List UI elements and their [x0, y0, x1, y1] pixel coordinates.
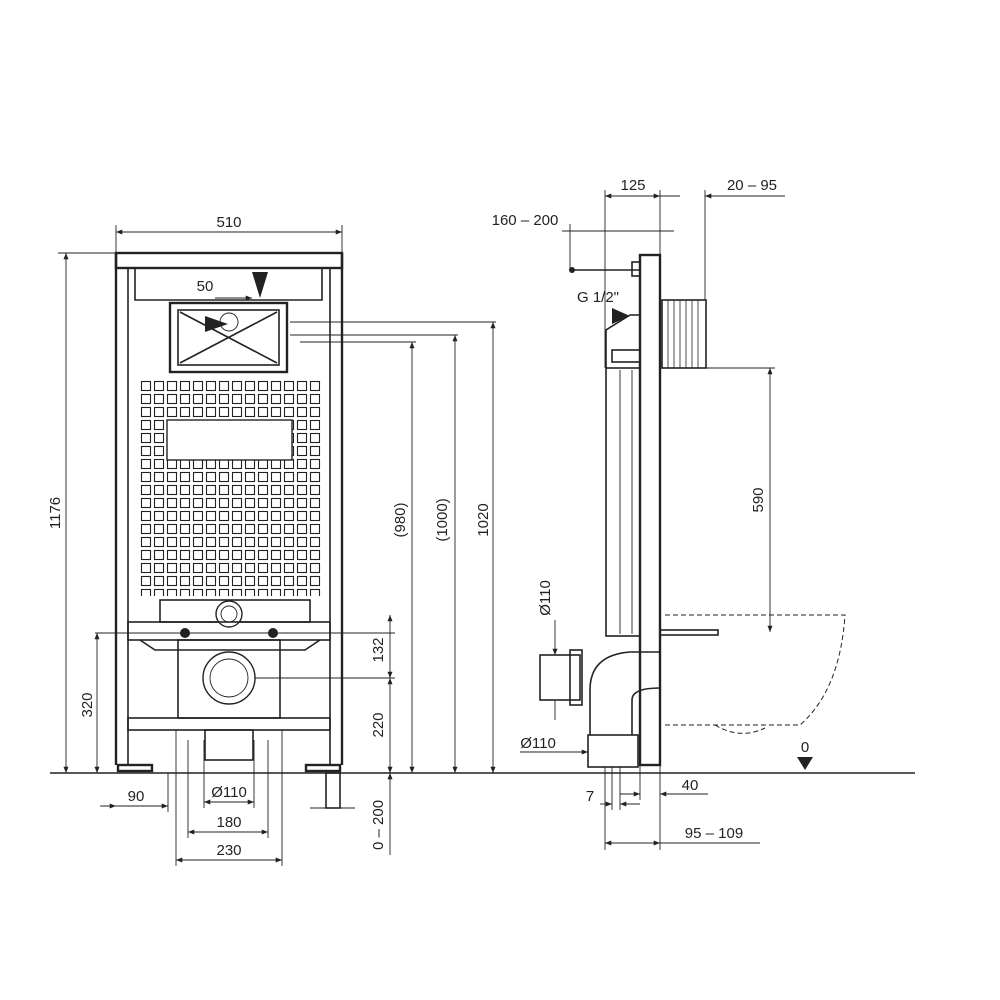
dim-40: 40 — [682, 777, 699, 794]
dim-90: 90 — [128, 788, 145, 805]
dim-dia-110: Ø110 — [211, 784, 247, 801]
inspection-opening — [166, 419, 293, 461]
supply-thread-label: G 1/2" — [577, 289, 619, 306]
dim-1020: 1020 — [475, 503, 492, 536]
front-dimensions: 510 50 1176 (980) (1000) 1020 132 220 32… — [47, 214, 496, 866]
dim-1000: (1000) — [434, 498, 451, 541]
flush-box-window — [168, 301, 289, 374]
dim-0-200: 0 – 200 — [370, 800, 387, 850]
dim-95-109: 95 – 109 — [685, 825, 743, 842]
floor-zero-label: 0 — [801, 739, 809, 756]
side-view — [539, 253, 846, 770]
dim-132: 132 — [370, 637, 387, 662]
side-dimensions: 125 20 – 95 160 – 200 G 1/2" 590 Ø110 Ø1… — [492, 177, 809, 850]
front-view — [114, 251, 355, 809]
dim-510: 510 — [216, 214, 241, 231]
dim-160-200: 160 – 200 — [492, 212, 559, 229]
dim-dia-110-upper: Ø110 — [537, 580, 554, 616]
dim-125: 125 — [620, 177, 645, 194]
dim-230: 230 — [216, 842, 241, 859]
dim-1176: 1176 — [47, 497, 64, 529]
dim-50: 50 — [197, 278, 214, 295]
dim-320: 320 — [79, 692, 96, 717]
dim-7: 7 — [586, 788, 594, 805]
dim-dia-110-lower: Ø110 — [520, 735, 556, 752]
dim-20-95: 20 – 95 — [727, 177, 777, 194]
dim-220: 220 — [370, 712, 387, 737]
outlet-pipe-end — [539, 654, 581, 701]
dim-980: (980) — [392, 502, 409, 537]
tank-grid — [140, 380, 322, 596]
dim-590: 590 — [750, 487, 767, 512]
toilet-bowl-outline — [665, 614, 846, 726]
dim-180: 180 — [216, 814, 241, 831]
